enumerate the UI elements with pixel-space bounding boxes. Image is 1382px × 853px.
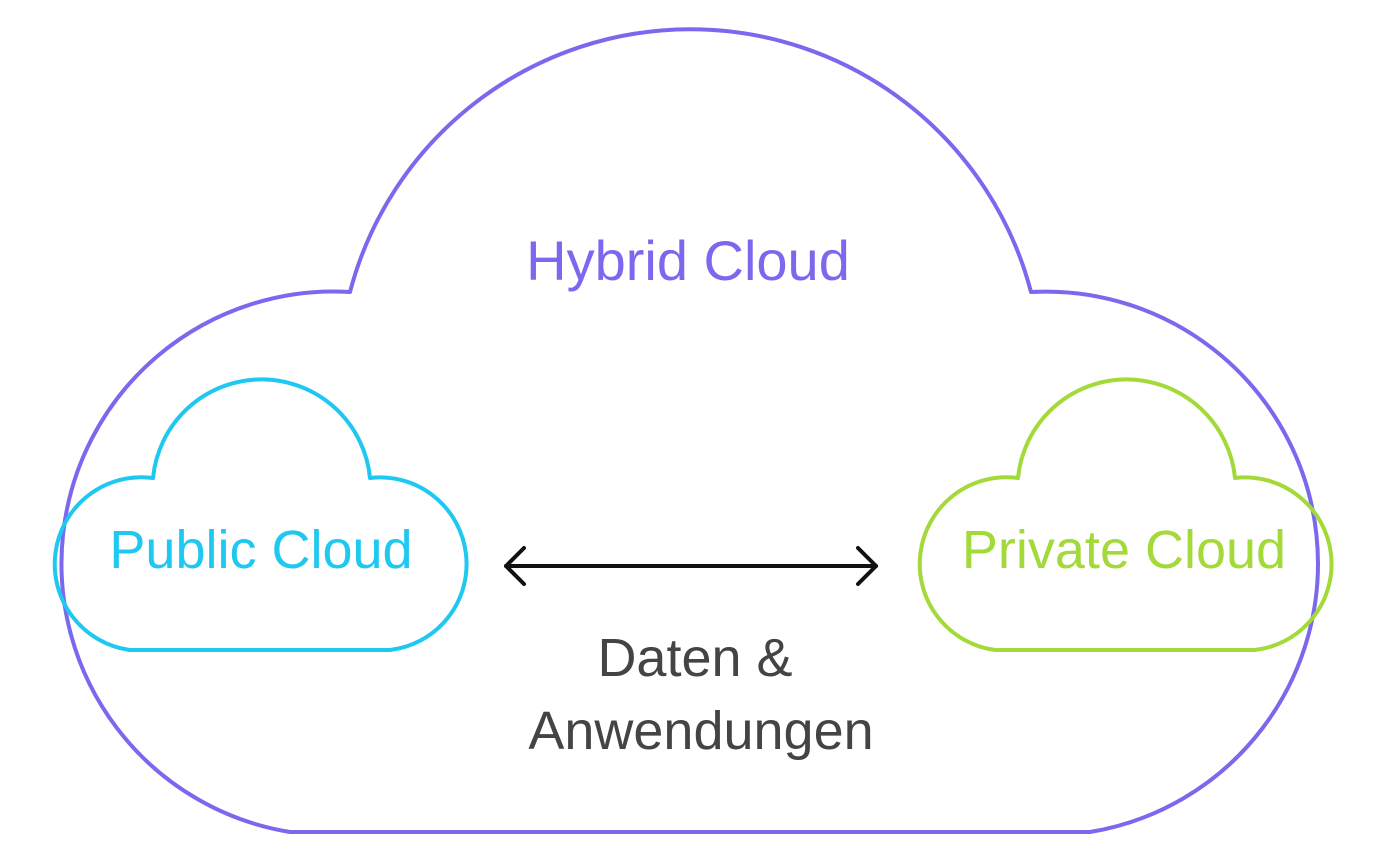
hybrid-cloud-label: Hybrid Cloud	[526, 229, 850, 292]
arrow-head-right-icon	[856, 546, 878, 586]
private-cloud-shape	[917, 377, 1334, 652]
arrow-head-left-icon	[504, 546, 526, 586]
hybrid-cloud-shape	[59, 27, 1320, 834]
public-cloud-label: Public Cloud	[109, 520, 412, 580]
connection-label-line-2: Anwendungen	[528, 701, 873, 761]
public-cloud-shape	[52, 377, 469, 652]
private-cloud-label: Private Cloud	[962, 520, 1286, 580]
bidirectional-arrow	[504, 546, 878, 586]
connection-label-line-1: Daten &	[597, 628, 792, 688]
